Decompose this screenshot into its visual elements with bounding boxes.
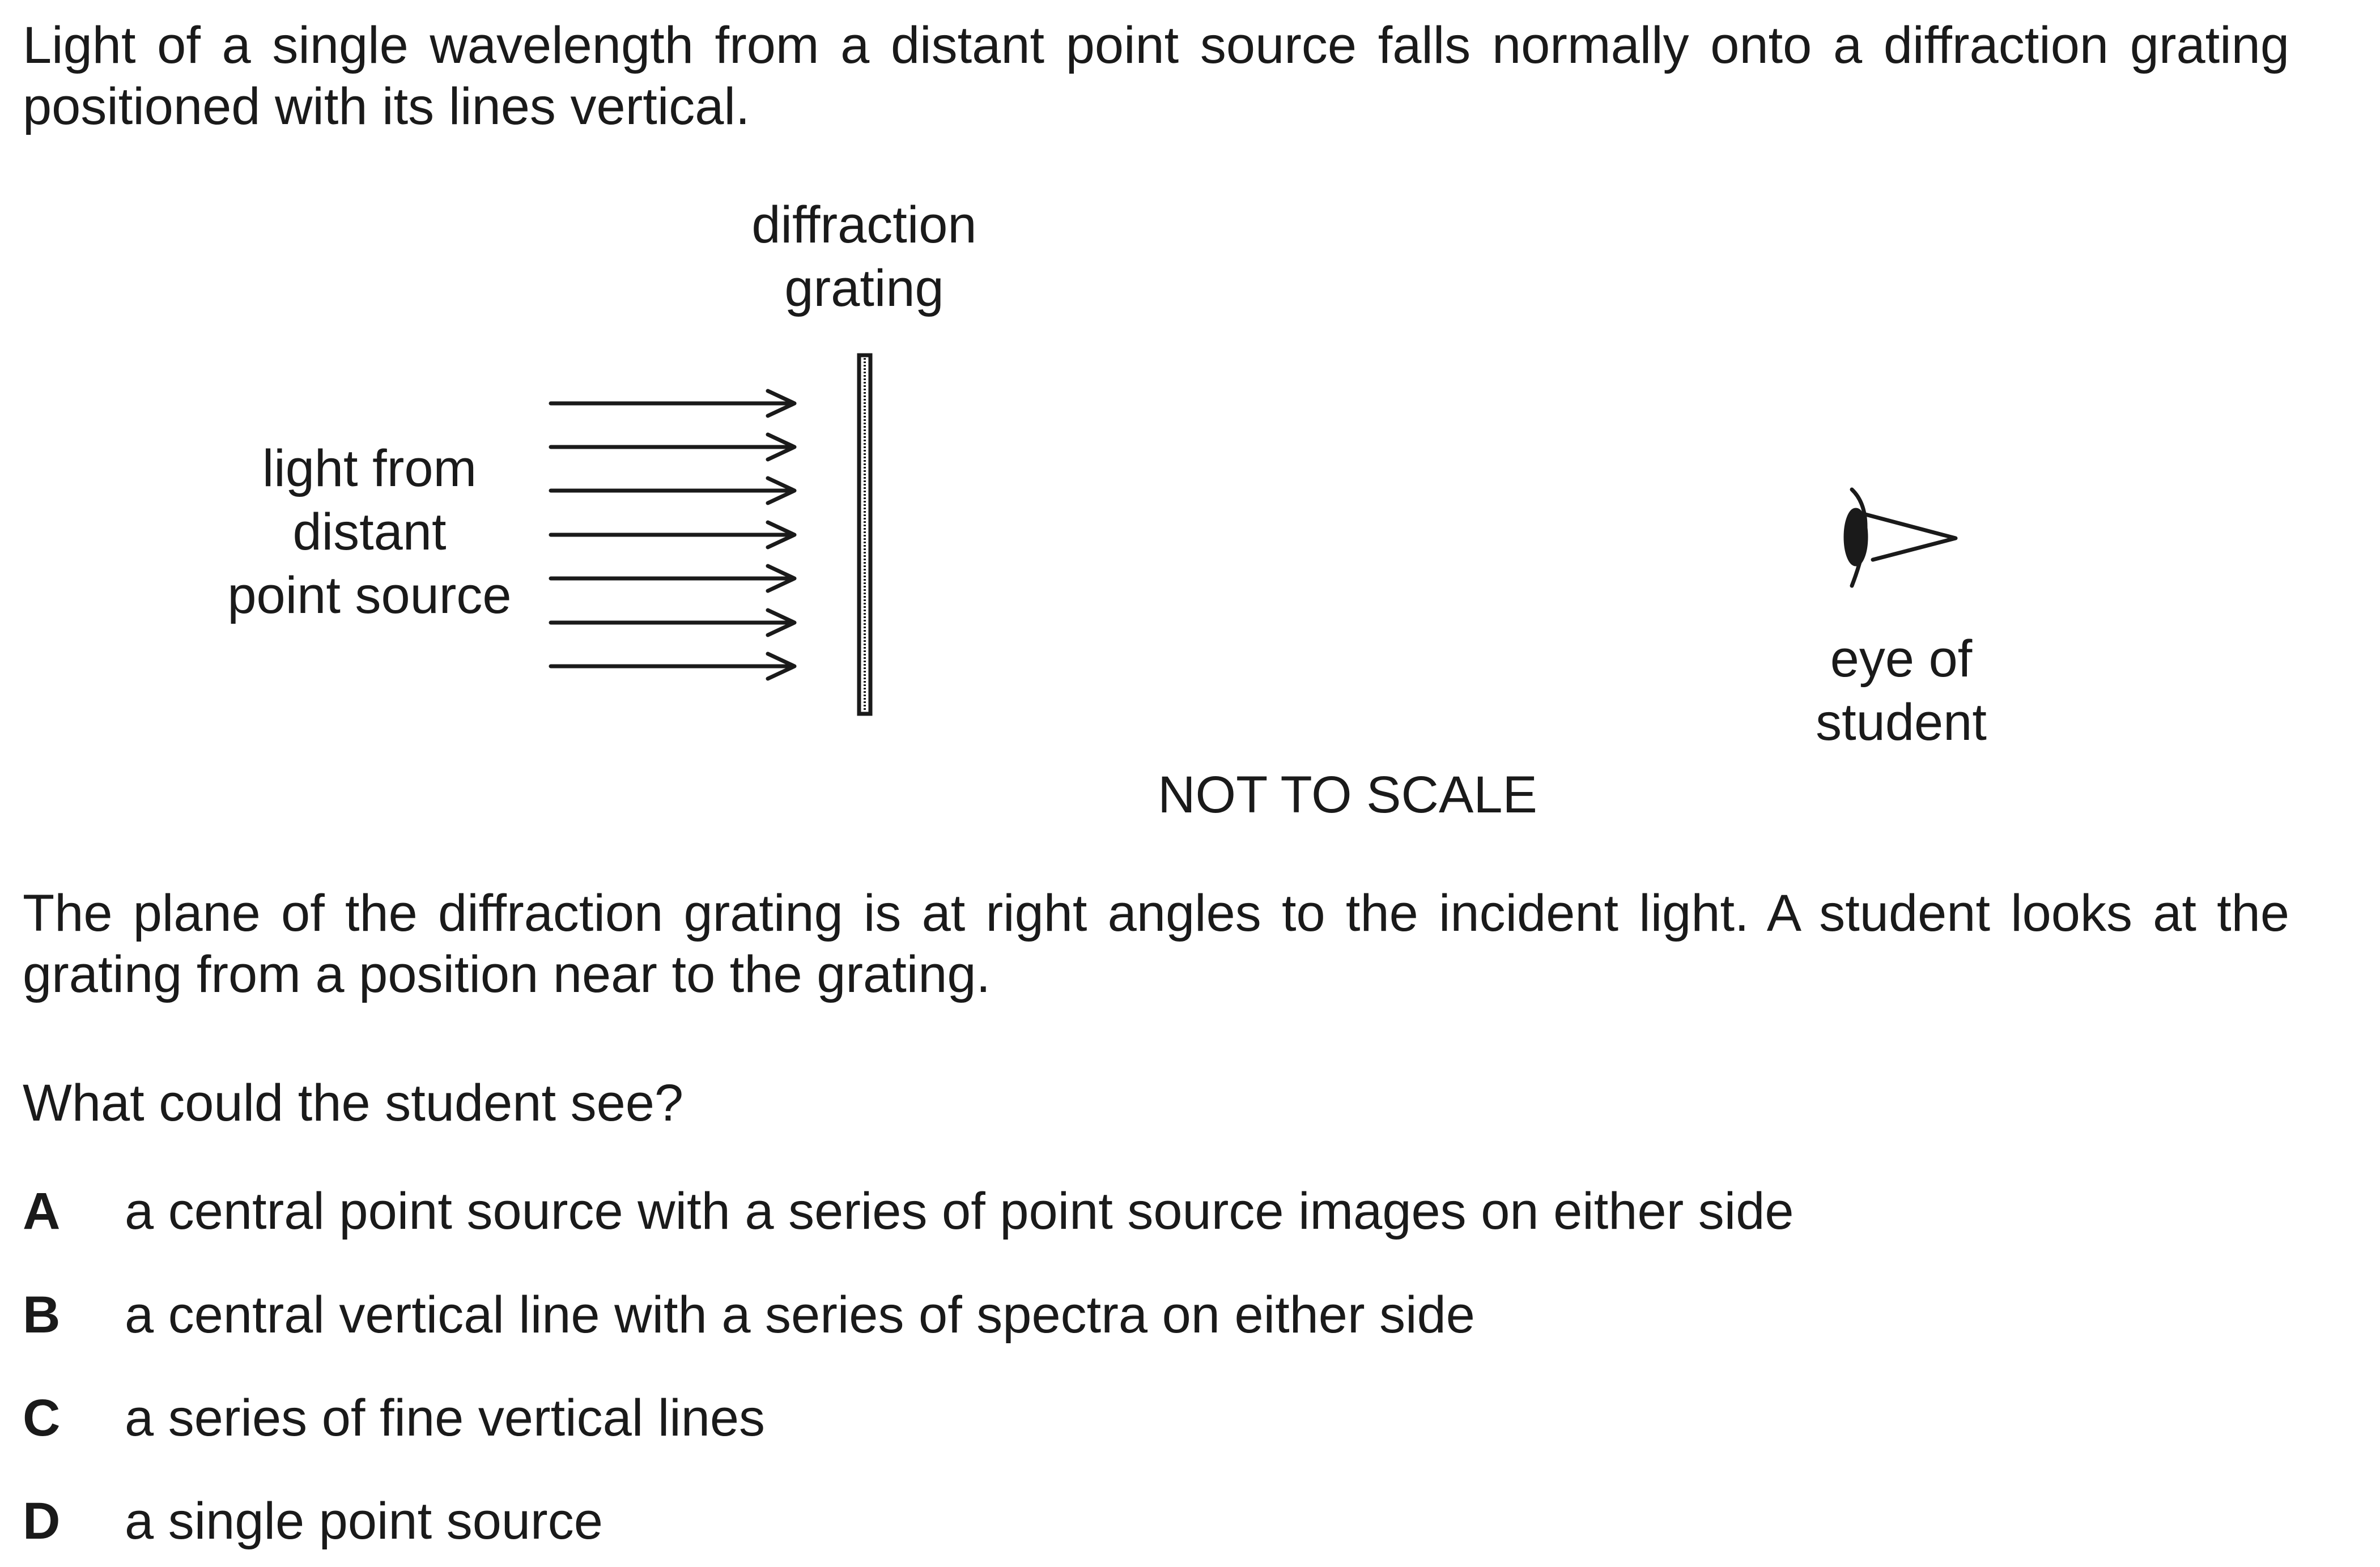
light-ray <box>549 432 797 462</box>
light-ray <box>549 564 797 593</box>
option-letter: B <box>23 1286 61 1344</box>
question-intro: Light of a single wavelength from a dist… <box>23 16 2289 135</box>
light-ray <box>549 652 797 681</box>
grating-label-line1: diffraction <box>751 196 976 254</box>
light-ray <box>549 476 797 505</box>
diffraction-grating <box>857 353 873 716</box>
eye-icon <box>1843 487 1958 588</box>
option-letter: A <box>23 1182 61 1240</box>
option-letter: C <box>23 1389 61 1447</box>
option-text: a central vertical line with a series of… <box>125 1286 1475 1344</box>
question-description: The plane of the diffraction grating is … <box>23 884 2289 1003</box>
light-ray <box>549 389 797 418</box>
diffraction-diagram: diffraction grating light from distant p… <box>0 170 2380 838</box>
incident-rays <box>549 389 797 681</box>
light-ray <box>549 520 797 550</box>
not-to-scale-note: NOT TO SCALE <box>1158 766 1537 824</box>
option-letter: D <box>23 1492 61 1550</box>
eye-label-line2: student <box>1816 693 1987 751</box>
option-text: a single point source <box>125 1492 603 1550</box>
eye-label-line1: eye of <box>1830 630 1973 688</box>
source-label-line2: distant <box>292 503 446 561</box>
option-text: a central point source with a series of … <box>125 1182 1794 1240</box>
light-ray <box>549 608 797 637</box>
source-label-line1: light from <box>262 440 477 497</box>
question-prompt: What could the student see? <box>23 1074 684 1132</box>
source-label-line3: point source <box>227 567 511 624</box>
option-text: a series of fine vertical lines <box>125 1389 766 1447</box>
grating-label-line2: grating <box>784 259 944 317</box>
